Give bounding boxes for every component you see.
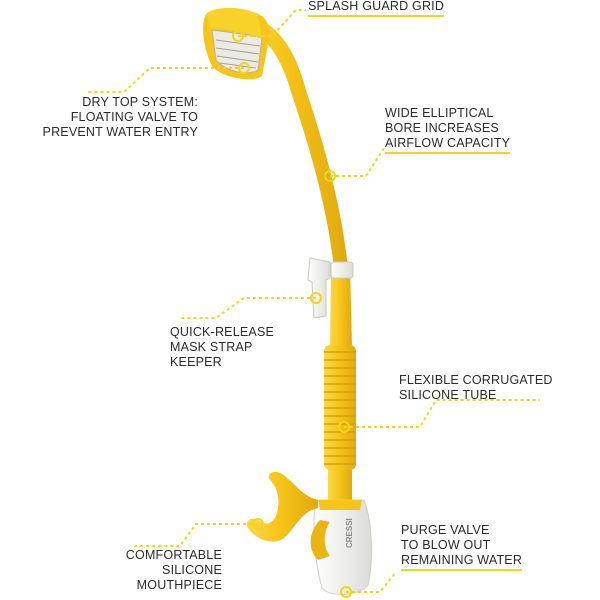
snorkel-tube: [224, 12, 348, 268]
dry-top-cap: [203, 8, 270, 80]
marker-dry-top: [238, 62, 250, 74]
mouthpiece-brand: CRESSI: [345, 518, 354, 548]
label-corrugated: FLEXIBLE CORRUGATED SILICONE TUBE: [399, 373, 553, 402]
label-mouthpiece: COMFORTABLE SILICONE MOUTHPIECE: [125, 548, 222, 592]
corrugated-section: [324, 345, 356, 470]
marker-bore: [324, 170, 336, 182]
leader-splash-guard: [238, 9, 306, 37]
marker-purge: [340, 586, 352, 598]
label-dry-top: DRY TOP SYSTEM: FLOATING VALVE TO PREVEN…: [42, 95, 198, 139]
leader-corrugated: [344, 399, 540, 428]
snorkel-lower-tube: [330, 268, 352, 345]
leader-keeper: [180, 297, 316, 319]
label-purge: PURGE VALVE TO BLOW OUT REMAINING WATER: [401, 523, 523, 571]
mouthpiece: [246, 471, 330, 560]
callout-markers: [232, 30, 352, 598]
label-splash-guard: SPLASH GUARD GRID: [308, 0, 445, 17]
marker-keeper: [310, 292, 322, 304]
marker-splash-guard: [232, 30, 244, 42]
marker-mouthpiece: [252, 518, 264, 530]
snorkel-neck: [328, 470, 352, 500]
label-bore: WIDE ELLIPTICAL BORE INCREASES AIRFLOW C…: [385, 106, 511, 154]
marker-corrugated: [338, 421, 350, 433]
leader-lines: [88, 9, 540, 593]
leader-bore: [330, 147, 385, 177]
label-keeper: QUICK-RELEASE MASK STRAP KEEPER: [170, 325, 275, 369]
leader-mouthpiece: [132, 523, 258, 547]
